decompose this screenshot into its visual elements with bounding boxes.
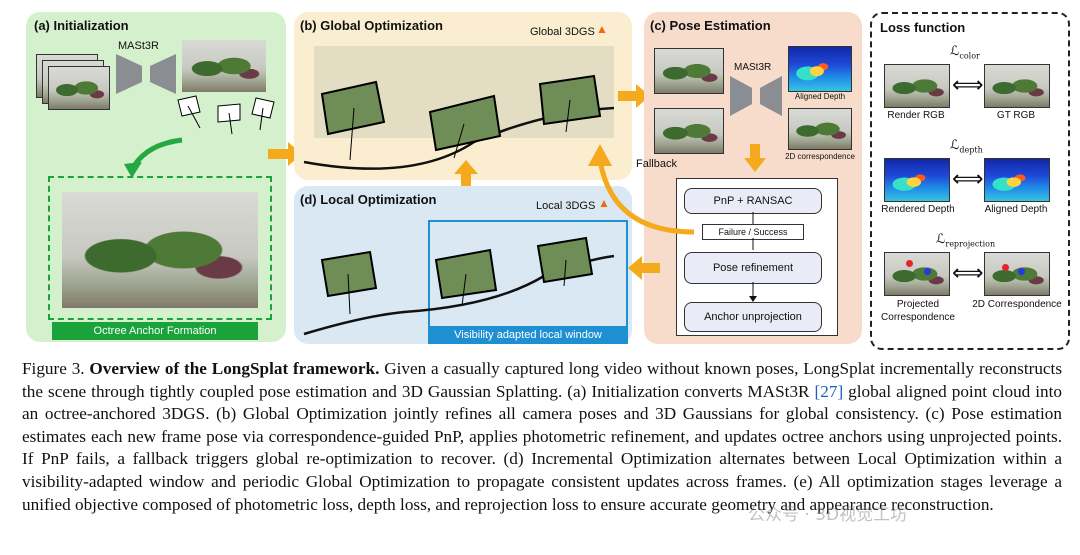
red-point-icon bbox=[906, 260, 913, 267]
fallback-label: Fallback bbox=[636, 158, 677, 170]
octree-box bbox=[48, 176, 272, 320]
flow-arrows-icon bbox=[749, 212, 757, 302]
reproj-loss-symbol: ℒreprojection bbox=[936, 232, 996, 249]
camera-frustums-icon bbox=[177, 95, 275, 135]
depth-loss-subscript: depth bbox=[959, 145, 983, 155]
rendered-depth-image bbox=[884, 158, 950, 202]
aligned-depth-label: Aligned Depth bbox=[794, 92, 846, 101]
panel-initialization: (a) Initialization MASt3R Octree Anchor … bbox=[26, 12, 286, 342]
init-arrow-icon bbox=[124, 137, 183, 178]
mast3r-label: MASt3R bbox=[734, 62, 772, 73]
panel-pose-estimation: (c) Pose Estimation MASt3R Aligned Depth… bbox=[636, 12, 862, 344]
panel-a-title: (a) Initialization bbox=[34, 18, 129, 33]
down-arrow-icon bbox=[744, 144, 766, 172]
red-point-icon bbox=[1002, 264, 1009, 271]
panel-d-title: (d) Local Optimization bbox=[300, 192, 437, 207]
watermark: 公众号 · 3D视觉工坊 bbox=[748, 505, 908, 525]
correspondence-image bbox=[788, 108, 852, 150]
fallback-arrow-icon bbox=[588, 144, 695, 235]
panel-e-title: Loss function bbox=[880, 20, 966, 35]
mast3r-label: MASt3R bbox=[118, 40, 159, 52]
aligned-depth-label: Aligned Depth bbox=[984, 204, 1048, 215]
projected-correspondence-label: Projected Correspondence bbox=[881, 299, 955, 323]
arrow-c-to-d-icon bbox=[628, 256, 660, 280]
projected-correspondence-image bbox=[884, 252, 950, 296]
local-window-banner: Visibility adapted local window bbox=[428, 326, 628, 344]
blue-point-icon bbox=[1018, 268, 1025, 275]
octree-banner: Octree Anchor Formation bbox=[52, 322, 258, 340]
double-arrow-icon: ⟺ bbox=[952, 166, 984, 191]
caption-label: Figure 3. bbox=[22, 359, 85, 378]
point-cloud-image bbox=[182, 40, 266, 92]
pose-refinement-box: Pose refinement bbox=[684, 252, 822, 284]
render-rgb-label: Render RGB bbox=[887, 110, 945, 121]
caption-text-2: global aligned point cloud into an octre… bbox=[22, 381, 1063, 514]
corr-2d-label: 2D Correspondence bbox=[972, 299, 1062, 310]
local-3dgs-tag: Local 3DGS bbox=[536, 200, 596, 212]
reproj-loss-subscript: reprojection bbox=[945, 239, 996, 249]
panel-global-optimization: (b) Global Optimization Global 3DGS ▲ bbox=[294, 12, 632, 180]
caption-citation-link[interactable]: [27] bbox=[814, 381, 844, 401]
anchor-unprojection-box: Anchor unprojection bbox=[684, 302, 822, 332]
octree-scene-image bbox=[62, 192, 258, 308]
panel-local-optimization: (d) Local Optimization Local 3DGS ▲ Visi… bbox=[294, 186, 632, 344]
gt-rgb-label: GT RGB bbox=[996, 110, 1036, 121]
correspondence-label: 2D correspondence bbox=[785, 152, 855, 161]
double-arrow-icon: ⟺ bbox=[952, 72, 984, 97]
arrow-d-to-b-icon bbox=[454, 160, 478, 192]
pnp-ransac-box: PnP + RANSAC bbox=[684, 188, 822, 214]
frame-image bbox=[654, 108, 724, 154]
panel-loss-function: Loss function ℒcolor ⟺ Render RGB GT RGB… bbox=[870, 12, 1070, 350]
panel-b-title: (b) Global Optimization bbox=[300, 18, 443, 33]
global-scene-icon bbox=[303, 46, 615, 170]
caption-text-1: Given a casually captured long video wit… bbox=[22, 359, 1063, 401]
caption-title: Overview of the LongSplat framework. bbox=[89, 359, 380, 378]
figure-caption: Figure 3. Overview of the LongSplat fram… bbox=[22, 358, 1062, 516]
blue-point-icon bbox=[924, 268, 931, 275]
panel-c-title: (c) Pose Estimation bbox=[650, 18, 771, 33]
mast3r-network-icon bbox=[730, 76, 782, 116]
double-arrow-icon: ⟺ bbox=[952, 260, 984, 285]
local-scene-icon bbox=[303, 236, 615, 336]
arrow-b-to-c-icon bbox=[618, 84, 650, 108]
flame-icon: ▲ bbox=[598, 196, 610, 210]
aligned-depth-image bbox=[984, 158, 1050, 202]
mast3r-network-icon bbox=[116, 54, 176, 94]
input-frame bbox=[48, 66, 110, 110]
render-rgb-image bbox=[884, 64, 950, 108]
global-3dgs-tag: Global 3DGS bbox=[530, 26, 595, 38]
corr-2d-image bbox=[984, 252, 1050, 296]
rendered-depth-label: Rendered Depth bbox=[881, 204, 955, 215]
aligned-depth-image bbox=[788, 46, 852, 92]
depth-loss-symbol: ℒdepth bbox=[950, 138, 983, 155]
frame-image bbox=[654, 48, 724, 94]
gt-rgb-image bbox=[984, 64, 1050, 108]
color-loss-symbol: ℒcolor bbox=[950, 44, 980, 61]
flame-icon: ▲ bbox=[596, 22, 608, 36]
color-loss-subscript: color bbox=[959, 51, 980, 61]
